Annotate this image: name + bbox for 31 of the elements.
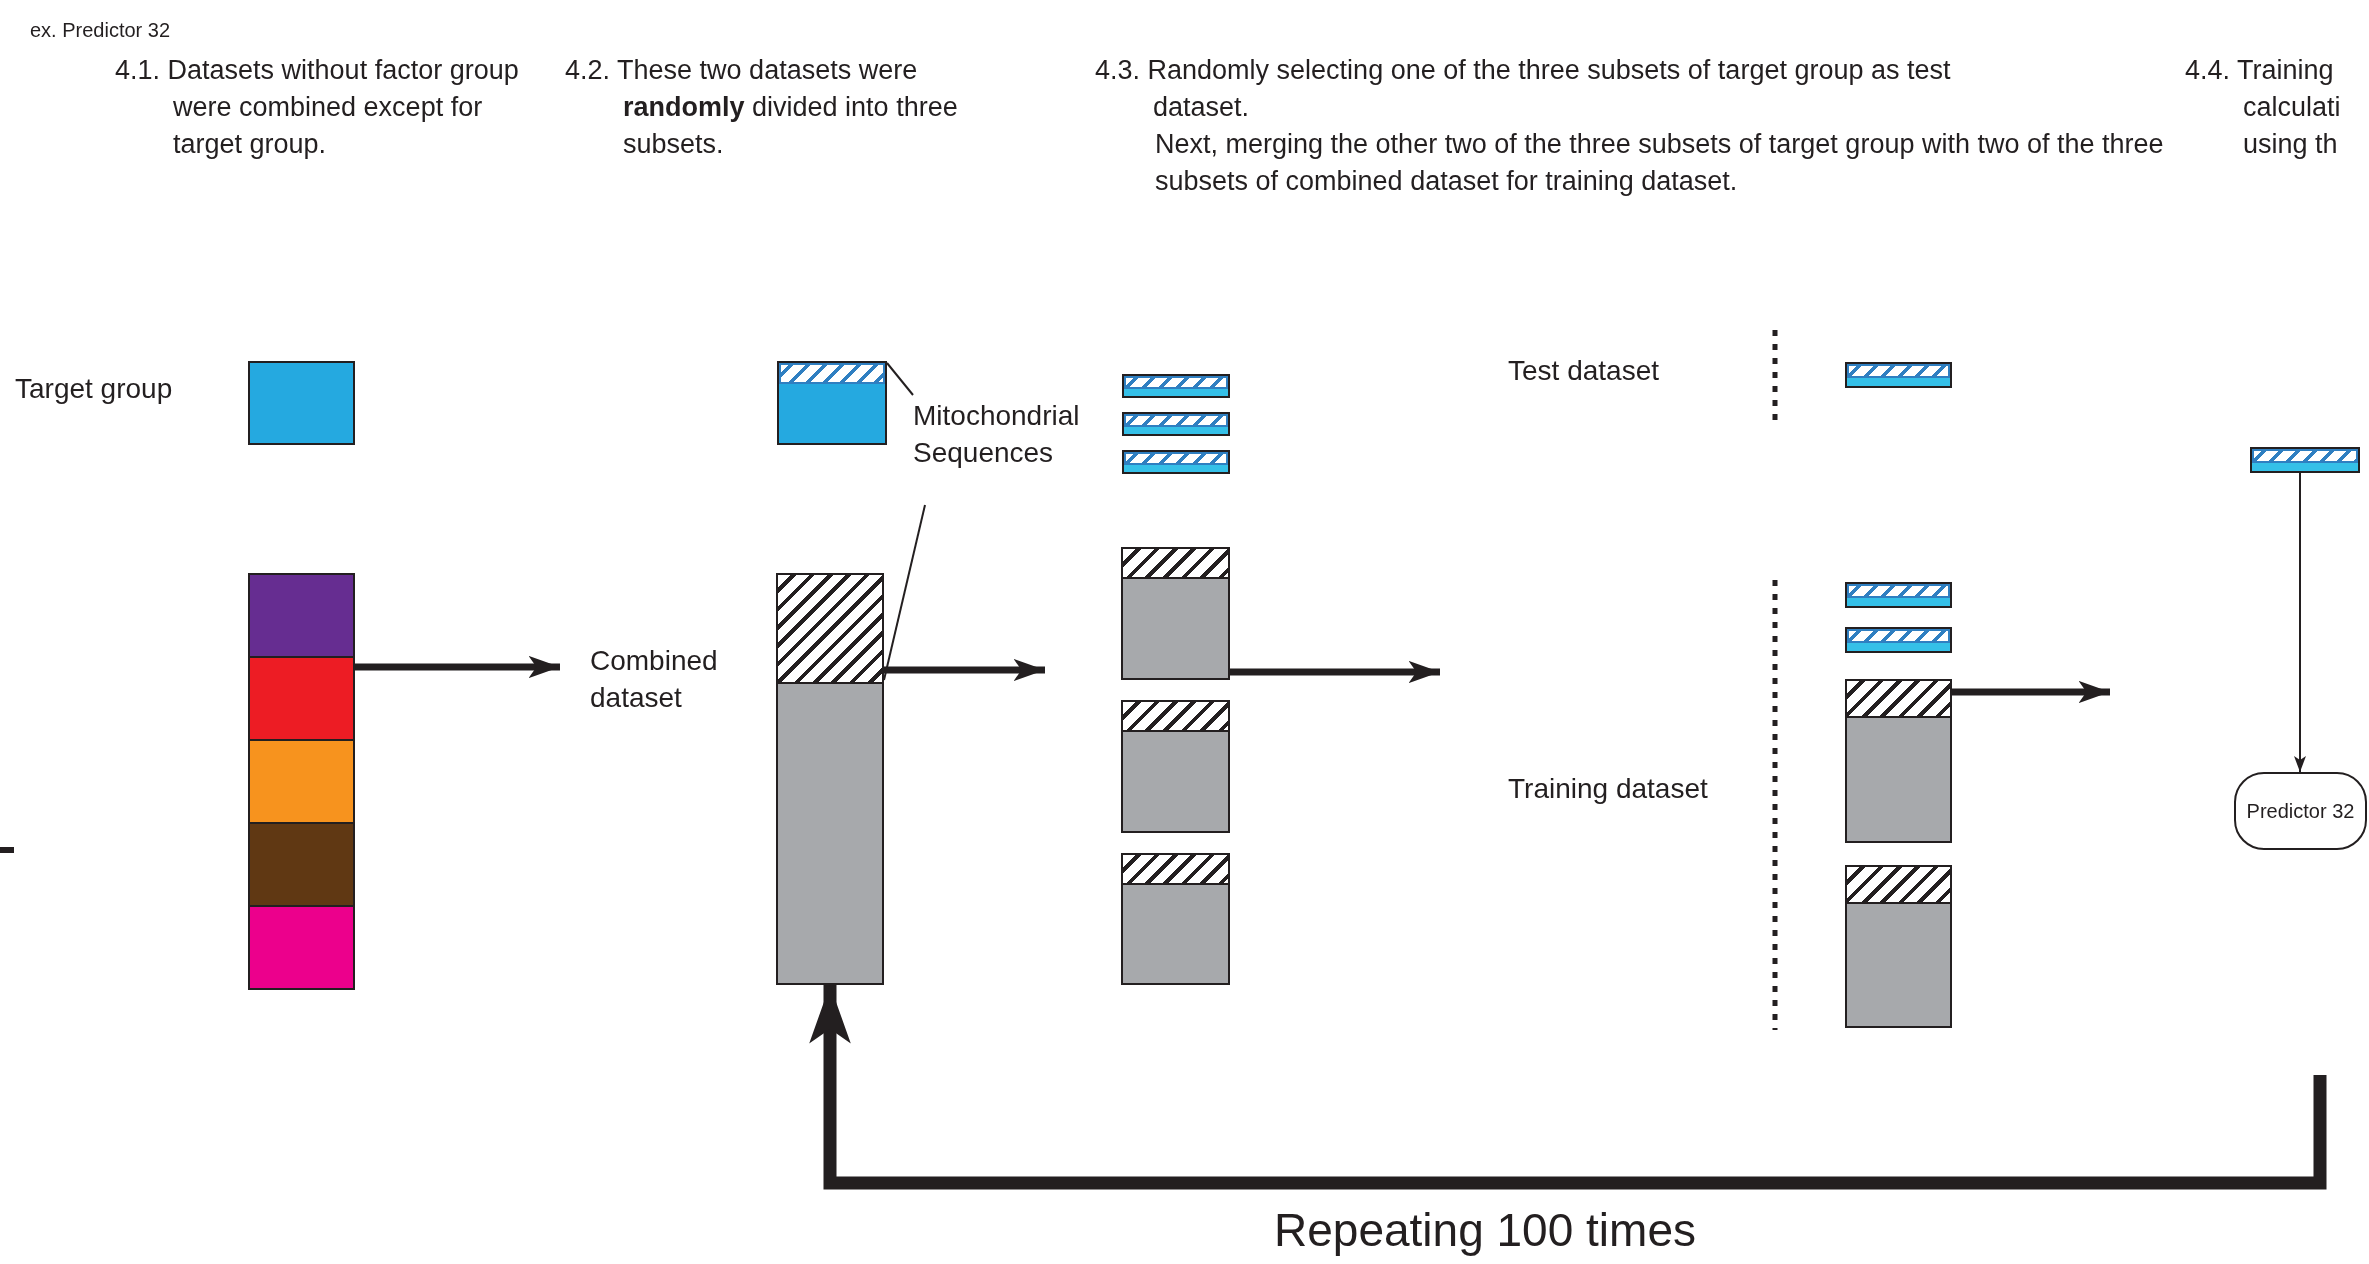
- group-label: Test dataset: [1508, 354, 1660, 388]
- node-caption: Target group: [15, 372, 174, 406]
- text-label: Mitochondrial Sequences: [913, 395, 1128, 505]
- data-bar: [1122, 450, 1230, 474]
- figure-title: ex. Predictor 32: [30, 18, 172, 43]
- data-bar: [1845, 627, 1952, 653]
- data-bar: [1122, 374, 1230, 398]
- data-bar: [777, 361, 887, 445]
- arrow: [2294, 472, 2306, 773]
- loop-arrow: [809, 985, 2327, 1190]
- step-description: Next, merging the other two of the three subsets of target group with two of the three subsets of combined dataset for training dataset.: [1155, 128, 2165, 198]
- data-bar: [248, 361, 355, 445]
- model-box: Predictor 32: [2234, 772, 2367, 850]
- data-bar: [1121, 547, 1230, 680]
- group-label: Training dataset: [1508, 772, 1709, 806]
- data-bar: [1845, 362, 1952, 388]
- data-bar: [1121, 853, 1230, 985]
- data-bar: [1122, 412, 1230, 436]
- data-bar: [1845, 582, 1952, 608]
- leader-line: [886, 362, 914, 396]
- data-bar: [1845, 865, 1952, 1028]
- data-bar: [248, 573, 355, 990]
- step-description: 4.4. Training calculati using th: [2185, 54, 2342, 161]
- data-bar: [1121, 700, 1230, 833]
- step-description: 4.2. These two datasets were randomly divided into three subsets.: [565, 54, 959, 161]
- step-description: 4.1. Datasets without factor group were combined except for target group.: [115, 54, 520, 161]
- data-bar: [776, 573, 884, 985]
- data-bar: [2250, 447, 2360, 473]
- text-label: Combined dataset: [560, 640, 760, 750]
- data-bar: [1845, 679, 1952, 843]
- step-description: 4.3. Randomly selecting one of the three subsets of target group as test dataset.: [1095, 54, 1952, 124]
